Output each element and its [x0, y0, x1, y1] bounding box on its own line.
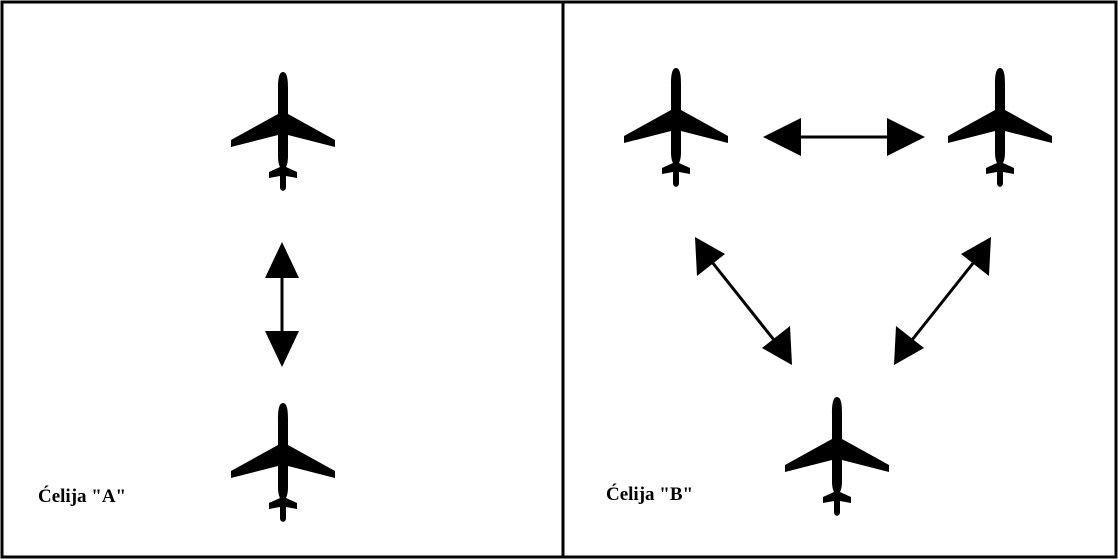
airplane-icon — [948, 68, 1052, 187]
cell-a — [231, 72, 335, 522]
double-headed-arrow-icon — [763, 118, 925, 156]
cell-a-label: Ćelija "A" — [38, 486, 127, 507]
double-headed-arrow-icon — [894, 237, 991, 365]
airplane-icon — [231, 72, 335, 191]
cell-b-label: Ćelija "B" — [606, 484, 694, 505]
airplane-icon — [231, 403, 335, 522]
double-headed-arrow-icon — [695, 237, 792, 365]
cell-b — [624, 68, 1052, 516]
airplane-icon — [785, 397, 889, 516]
airplane-icon — [624, 68, 728, 187]
double-headed-arrow-icon — [265, 242, 299, 367]
